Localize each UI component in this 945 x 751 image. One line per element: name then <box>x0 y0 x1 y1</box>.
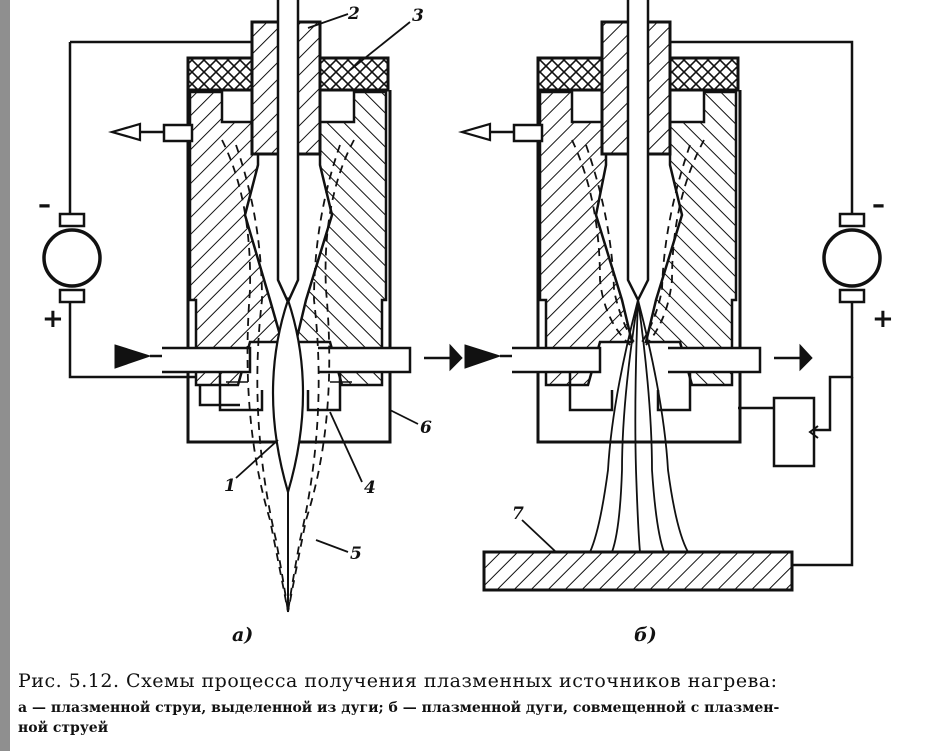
label-1: 1 <box>224 476 236 496</box>
label-6: 6 <box>420 418 432 438</box>
label-2: 2 <box>348 4 360 24</box>
scan-edge <box>0 0 10 751</box>
label-3: 3 <box>412 6 424 26</box>
subfigure-label-b: б) <box>634 624 657 646</box>
generator-a-plus: + <box>42 304 64 334</box>
figure-caption-line-3: ной струей <box>18 720 109 736</box>
torch-a <box>42 0 463 613</box>
label-4: 4 <box>364 478 376 498</box>
torch-b <box>457 0 882 592</box>
label-7: 7 <box>512 504 524 524</box>
subfigure-label-a: а) <box>232 624 254 646</box>
figure-caption-title: Рис. 5.12. Схемы процесса получения плаз… <box>18 670 778 692</box>
generator-b-minus: – <box>872 190 885 220</box>
generator-a-minus: – <box>38 190 51 220</box>
figure-caption-line-2: а — плазменной струи, выделенной из дуги… <box>18 700 780 716</box>
label-5: 5 <box>350 544 362 564</box>
generator-b-plus: + <box>872 304 894 334</box>
